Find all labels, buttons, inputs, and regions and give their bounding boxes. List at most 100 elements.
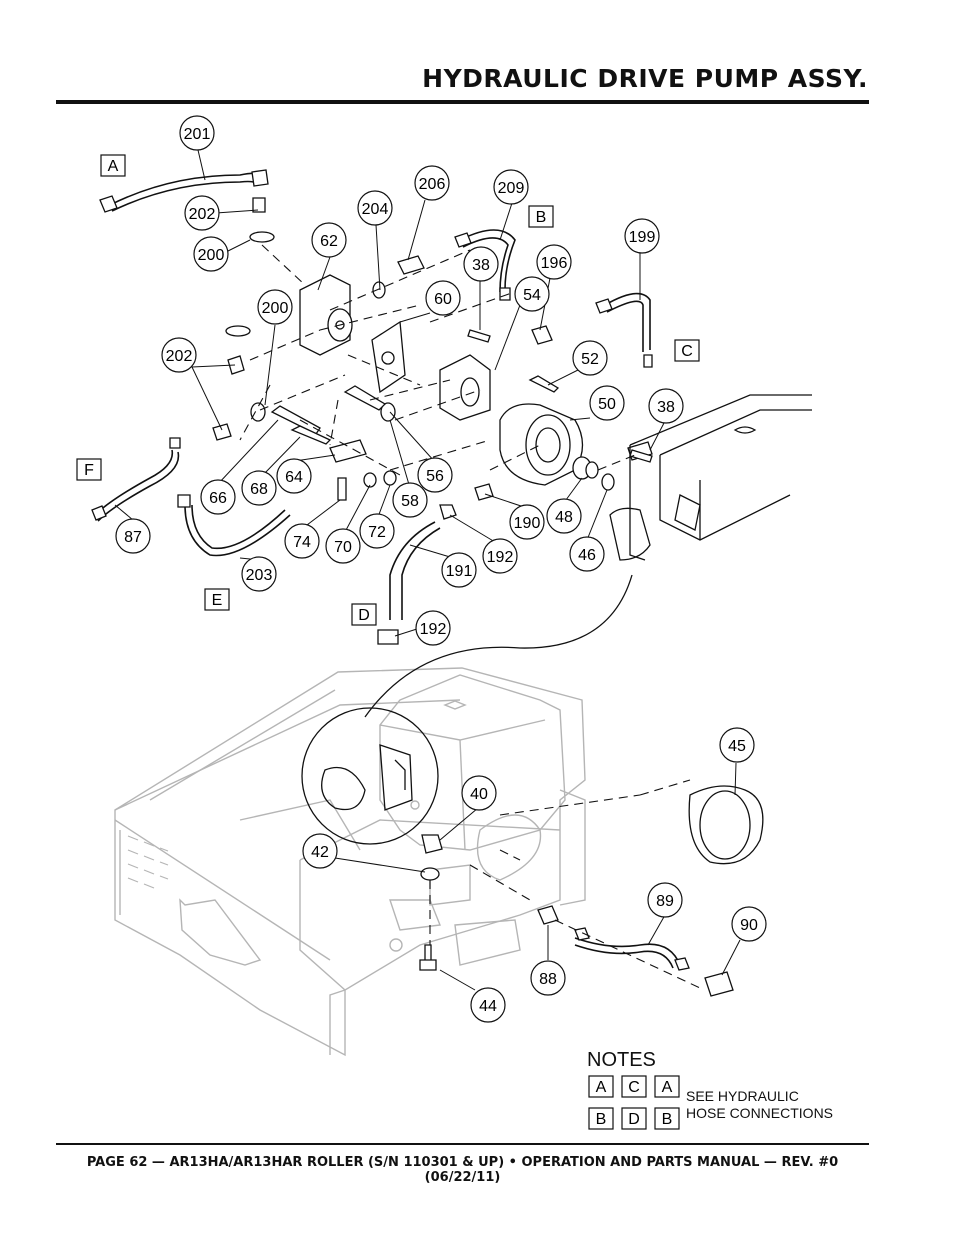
svg-text:50: 50 [598, 396, 616, 413]
svg-text:72: 72 [368, 524, 386, 541]
notes-box: C [621, 1075, 647, 1098]
callout-balloon: 46 [569, 536, 605, 572]
callout-balloon: 196 [536, 244, 572, 280]
callout-balloon: 40 [461, 775, 497, 811]
svg-text:D: D [628, 1111, 640, 1128]
notes-text: SEE HYDRAULIC HOSE CONNECTIONS [686, 1088, 833, 1122]
callout-balloon: 201 [179, 115, 215, 151]
hose-marker-box: E [204, 588, 230, 611]
svg-text:40: 40 [470, 786, 488, 803]
callout-balloon: 202 [184, 195, 220, 231]
svg-text:38: 38 [472, 257, 490, 274]
callout-balloon: 54 [514, 276, 550, 312]
header-rule [56, 100, 869, 104]
callout-balloon: 192 [415, 610, 451, 646]
svg-text:60: 60 [434, 291, 452, 308]
svg-text:203: 203 [246, 567, 273, 584]
callout-balloon: 206 [414, 165, 450, 201]
engine-housing-drawing [609, 394, 812, 561]
svg-text:206: 206 [419, 176, 446, 193]
notes-box: D [621, 1107, 647, 1130]
detail-magnifier [301, 574, 633, 845]
callout-balloon: 62 [311, 222, 347, 258]
page-footer: PAGE 62 — AR13HA/AR13HAR ROLLER (S/N 110… [86, 1155, 839, 1185]
callout-balloon: 87 [115, 518, 151, 554]
svg-text:196: 196 [541, 255, 568, 272]
svg-text:202: 202 [166, 348, 193, 365]
callout-balloon: 38 [648, 388, 684, 424]
callout-balloon: 48 [546, 498, 582, 534]
notes-box: A [588, 1075, 614, 1098]
hydraulic-hoses [94, 172, 681, 969]
notes-text-line: SEE HYDRAULIC [686, 1088, 799, 1104]
svg-text:42: 42 [311, 844, 329, 861]
svg-text:48: 48 [555, 509, 573, 526]
svg-text:A: A [108, 158, 119, 175]
callout-balloon: 209 [493, 169, 529, 205]
svg-text:62: 62 [320, 233, 338, 250]
callout-balloon: 45 [719, 727, 755, 763]
callout-balloon: 44 [470, 987, 506, 1023]
callout-balloon: 200 [193, 236, 229, 272]
roller-frame-drawing [114, 667, 586, 1057]
page-title: HYDRAULIC DRIVE PUMP ASSY. [422, 64, 868, 93]
svg-text:204: 204 [362, 201, 389, 218]
callouts: 201 202 200 206 209 204 62 38 196 199 60… [115, 115, 767, 1023]
callout-balloon: 199 [624, 218, 660, 254]
svg-text:56: 56 [426, 468, 444, 485]
footer-rule [56, 1143, 869, 1145]
svg-text:70: 70 [334, 539, 352, 556]
svg-text:190: 190 [514, 515, 541, 532]
callout-balloon: 191 [441, 552, 477, 588]
callout-balloon: 56 [417, 457, 453, 493]
callout-balloon: 192 [482, 538, 518, 574]
pump-components [91, 169, 764, 997]
notes-box: B [588, 1107, 614, 1130]
notes-box: A [654, 1075, 680, 1098]
callout-balloon: 52 [572, 340, 608, 376]
hose-marker-box: D [351, 603, 377, 626]
svg-text:202: 202 [189, 206, 216, 223]
svg-text:66: 66 [209, 490, 227, 507]
svg-text:89: 89 [656, 893, 674, 910]
svg-text:E: E [212, 592, 223, 609]
callout-balloon: 190 [509, 504, 545, 540]
callout-balloon: 38 [463, 246, 499, 282]
svg-text:D: D [358, 607, 370, 624]
svg-text:B: B [662, 1111, 673, 1128]
hose-marker-box: C [674, 339, 700, 362]
notes-title: NOTES [587, 1049, 656, 1071]
hose-connection-markers: A B C F E D [76, 154, 700, 626]
callout-balloon: 203 [241, 556, 277, 592]
svg-text:201: 201 [184, 126, 211, 143]
callout-balloon: 50 [589, 385, 625, 421]
svg-text:200: 200 [198, 247, 225, 264]
assembly-dash-lines [239, 244, 701, 989]
callout-balloon: 89 [647, 882, 683, 918]
svg-text:A: A [596, 1079, 607, 1096]
callout-balloon: 64 [276, 458, 312, 494]
svg-text:58: 58 [401, 493, 419, 510]
callout-balloon: 202 [161, 337, 197, 373]
leader-lines [114, 149, 741, 991]
svg-text:90: 90 [740, 917, 758, 934]
svg-text:46: 46 [578, 547, 596, 564]
vent-slots [127, 835, 169, 889]
svg-text:68: 68 [250, 481, 268, 498]
callout-balloon: 90 [731, 906, 767, 942]
notes-box: B [654, 1107, 680, 1130]
hose-marker-box: F [76, 458, 102, 481]
svg-text:A: A [662, 1079, 673, 1096]
svg-text:C: C [681, 343, 693, 360]
notes-connection-table: A C A B D B [588, 1075, 680, 1130]
callout-balloon: 68 [241, 470, 277, 506]
svg-text:192: 192 [420, 621, 447, 638]
svg-text:209: 209 [498, 180, 525, 197]
svg-text:44: 44 [479, 998, 497, 1015]
svg-text:74: 74 [293, 534, 311, 551]
svg-text:B: B [536, 209, 547, 226]
svg-text:191: 191 [446, 563, 473, 580]
svg-text:45: 45 [728, 738, 746, 755]
callout-balloon: 66 [200, 479, 236, 515]
